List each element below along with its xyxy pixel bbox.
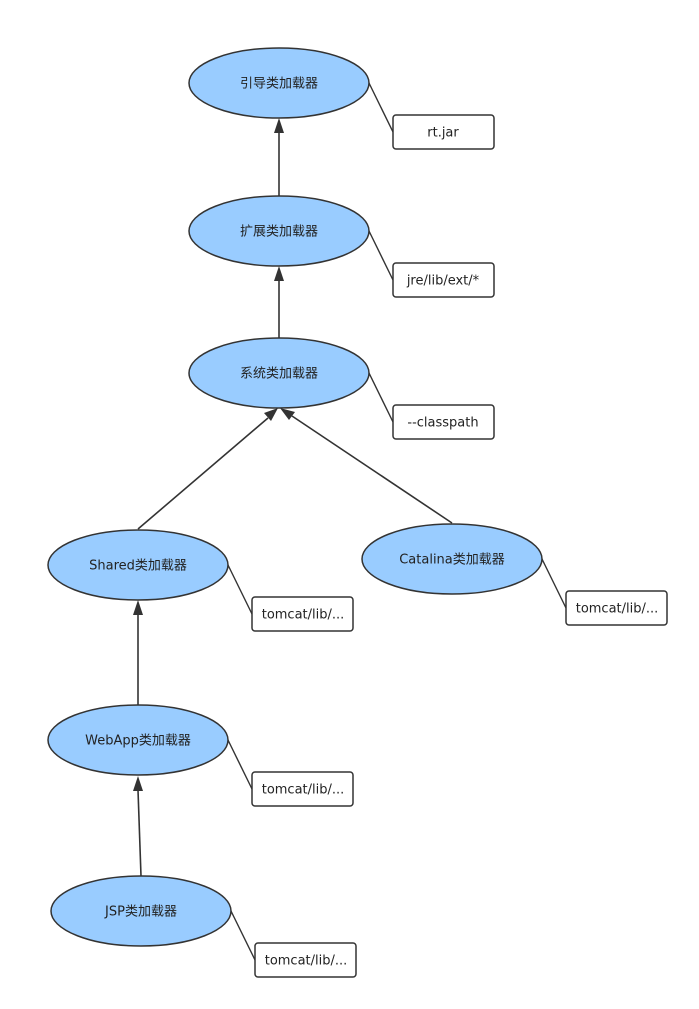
node-jsp: JSP类加载器 [50,875,232,947]
note-webapp: tomcat/lib/... [251,771,354,807]
node-shared-label: Shared类加载器 [89,559,187,574]
edge-shared-to-system [137,417,269,530]
note-bootstrap-text: rt.jar [427,126,459,141]
arrow-head-webapp [133,776,143,791]
node-webapp-shape [47,704,229,776]
node-system-shape [188,337,370,409]
node-webapp-label: WebApp类加载器 [85,734,191,749]
node-jsp-label: JSP类加载器 [104,905,177,920]
note-webapp-text: tomcat/lib/... [262,783,345,798]
note-webapp-box [251,771,354,807]
note-bootstrap-box [392,114,495,150]
node-catalina: Catalina类加载器 [361,523,543,595]
note-extension: jre/lib/ext/* [392,262,495,298]
connector-jsp [230,910,256,961]
node-shared-shape [47,529,229,601]
note-bootstrap: rt.jar [392,114,495,150]
arrow-head-extension [274,266,284,281]
connector-shared [227,564,253,615]
connector-bootstrap [368,82,394,133]
node-extension-shape [188,195,370,267]
note-connectors [227,82,567,961]
node-bootstrap: 引导类加载器 [188,47,370,119]
note-shared-text: tomcat/lib/... [262,608,345,623]
connector-webapp [227,739,253,790]
arrow-head-system-right [280,408,295,420]
arrow-head-bootstrap [274,118,284,133]
note-system-box [392,404,495,440]
node-extension: 扩展类加载器 [188,195,370,267]
connector-catalina [541,558,567,609]
note-catalina: tomcat/lib/... [565,590,668,626]
node-catalina-label: Catalina类加载器 [399,553,505,568]
node-webapp: WebApp类加载器 [47,704,229,776]
node-catalina-shape [361,523,543,595]
edges [133,118,453,877]
arrow-head-shared [133,600,143,615]
node-extension-label: 扩展类加载器 [240,225,318,240]
connector-system [368,372,394,423]
node-system-label: 系统类加载器 [240,367,318,382]
note-system: --classpath [392,404,495,440]
node-bootstrap-shape [188,47,370,119]
arrow-head-system-left [264,408,278,421]
edge-catalina-to-system [291,415,453,524]
note-jsp-box [254,942,357,978]
edge-jsp-to-webapp [137,789,142,877]
note-shared-box [251,596,354,632]
connector-extension [368,230,394,281]
note-jsp-text: tomcat/lib/... [265,954,348,969]
note-jsp: tomcat/lib/... [254,942,357,978]
note-catalina-text: tomcat/lib/... [576,602,659,617]
note-system-text: --classpath [407,416,478,431]
node-system: 系统类加载器 [188,337,370,409]
node-shared: Shared类加载器 [47,529,229,601]
node-jsp-shape [50,875,232,947]
node-bootstrap-label: 引导类加载器 [240,77,318,92]
note-extension-text: jre/lib/ext/* [406,274,480,289]
note-shared: tomcat/lib/... [251,596,354,632]
note-extension-box [392,262,495,298]
note-catalina-box [565,590,668,626]
